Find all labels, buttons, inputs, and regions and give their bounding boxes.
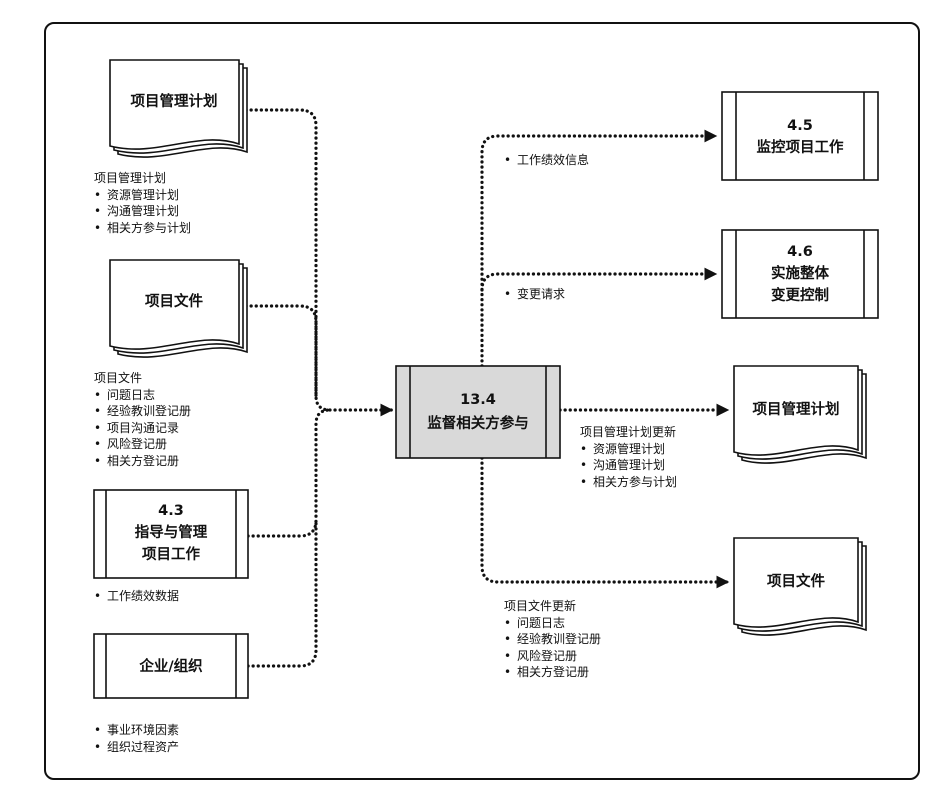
input-plan-document: 项目管理计划 [109,59,248,158]
docs-update-note: 项目文件更新 问题日志 经验教训登记册 风险登记册 相关方登记册 [504,598,601,681]
note-item: 工作绩效信息 [504,152,589,169]
note-item: 问题日志 [94,387,191,404]
output-docs-document: 项目文件 [733,537,867,636]
plan-update-note: 项目管理计划更新 资源管理计划 沟通管理计划 相关方参与计划 [580,424,677,490]
process-45-title: 监控项目工作 [757,138,844,156]
note-item: 沟通管理计划 [94,203,191,220]
connector-process43-to-center [246,408,332,538]
connector-enterprise-to-center [246,518,318,668]
input-plan-note: 项目管理计划 资源管理计划 沟通管理计划 相关方参与计划 [94,170,191,236]
output-process-46-box: 4.6 实施整体 变更控制 [721,229,879,319]
note-item: 相关方参与计划 [94,220,191,237]
note-item: 风险登记册 [94,436,191,453]
note-item: 问题日志 [504,615,601,632]
note-item: 风险登记册 [504,648,601,665]
center-process-box: 13.4 监督相关方参与 [395,365,561,459]
output-process-45-box: 4.5 监控项目工作 [721,91,879,181]
document-sheet [109,259,240,350]
connector-center-to-process46 [480,267,718,292]
input-plan-title: 项目管理计划 [131,92,218,110]
connector-plan-to-center [244,108,394,417]
note-item: 组织过程资产 [94,739,179,756]
diagram-frame [44,22,920,780]
process-43-number: 4.3 [158,503,184,519]
note-title: 项目管理计划更新 [580,425,677,439]
note-item: 变更请求 [504,286,565,303]
connector-center-to-docs-update [480,456,730,589]
document-sheet [109,59,240,150]
note-item: 相关方登记册 [504,664,601,681]
process-43-line3: 项目工作 [142,545,200,563]
document-sheet [733,537,859,628]
process-46-number: 4.6 [787,244,813,260]
note-item: 相关方登记册 [94,453,191,470]
note-item: 经验教训登记册 [504,631,601,648]
note-item: 项目沟通记录 [94,420,191,437]
input-docs-title: 项目文件 [145,292,203,310]
output-plan-document: 项目管理计划 [733,365,867,464]
note-title: 项目管理计划 [94,171,167,185]
output-docs-title: 项目文件 [767,572,825,590]
enterprise-title: 企业/组织 [138,657,202,675]
connectors [244,108,730,668]
connector-docs-to-center [244,304,318,398]
note-item: 资源管理计划 [580,441,677,458]
note-title: 项目文件更新 [504,599,577,613]
note-item: 沟通管理计划 [580,457,677,474]
process-43-line2: 指导与管理 [135,523,208,541]
process-43-note: 工作绩效数据 [94,588,179,605]
input-docs-document: 项目文件 [109,259,248,358]
enterprise-note: 事业环境因素 组织过程资产 [94,722,179,755]
input-docs-note: 项目文件 问题日志 经验教训登记册 项目沟通记录 风险登记册 相关方登记册 [94,370,191,469]
note-title: 项目文件 [94,371,143,385]
note-item: 经验教训登记册 [94,403,191,420]
input-process-43-box: 4.3 指导与管理 项目工作 [93,489,249,579]
center-process-title: 监督相关方参与 [427,414,529,432]
process-45-note: 工作绩效信息 [504,152,589,169]
document-sheet [733,365,859,456]
output-plan-title: 项目管理计划 [753,400,840,418]
note-item: 相关方参与计划 [580,474,677,491]
process-45-number: 4.5 [787,118,813,134]
process-46-line3: 变更控制 [771,286,829,304]
note-item: 事业环境因素 [94,722,179,739]
process-46-line2: 实施整体 [771,264,829,282]
note-item: 工作绩效数据 [94,588,179,605]
input-enterprise-box: 企业/组织 [93,633,249,699]
center-process-number: 13.4 [460,392,496,408]
note-item: 资源管理计划 [94,187,191,204]
connector-center-to-process45 [480,129,718,368]
process-46-note: 变更请求 [504,286,565,303]
